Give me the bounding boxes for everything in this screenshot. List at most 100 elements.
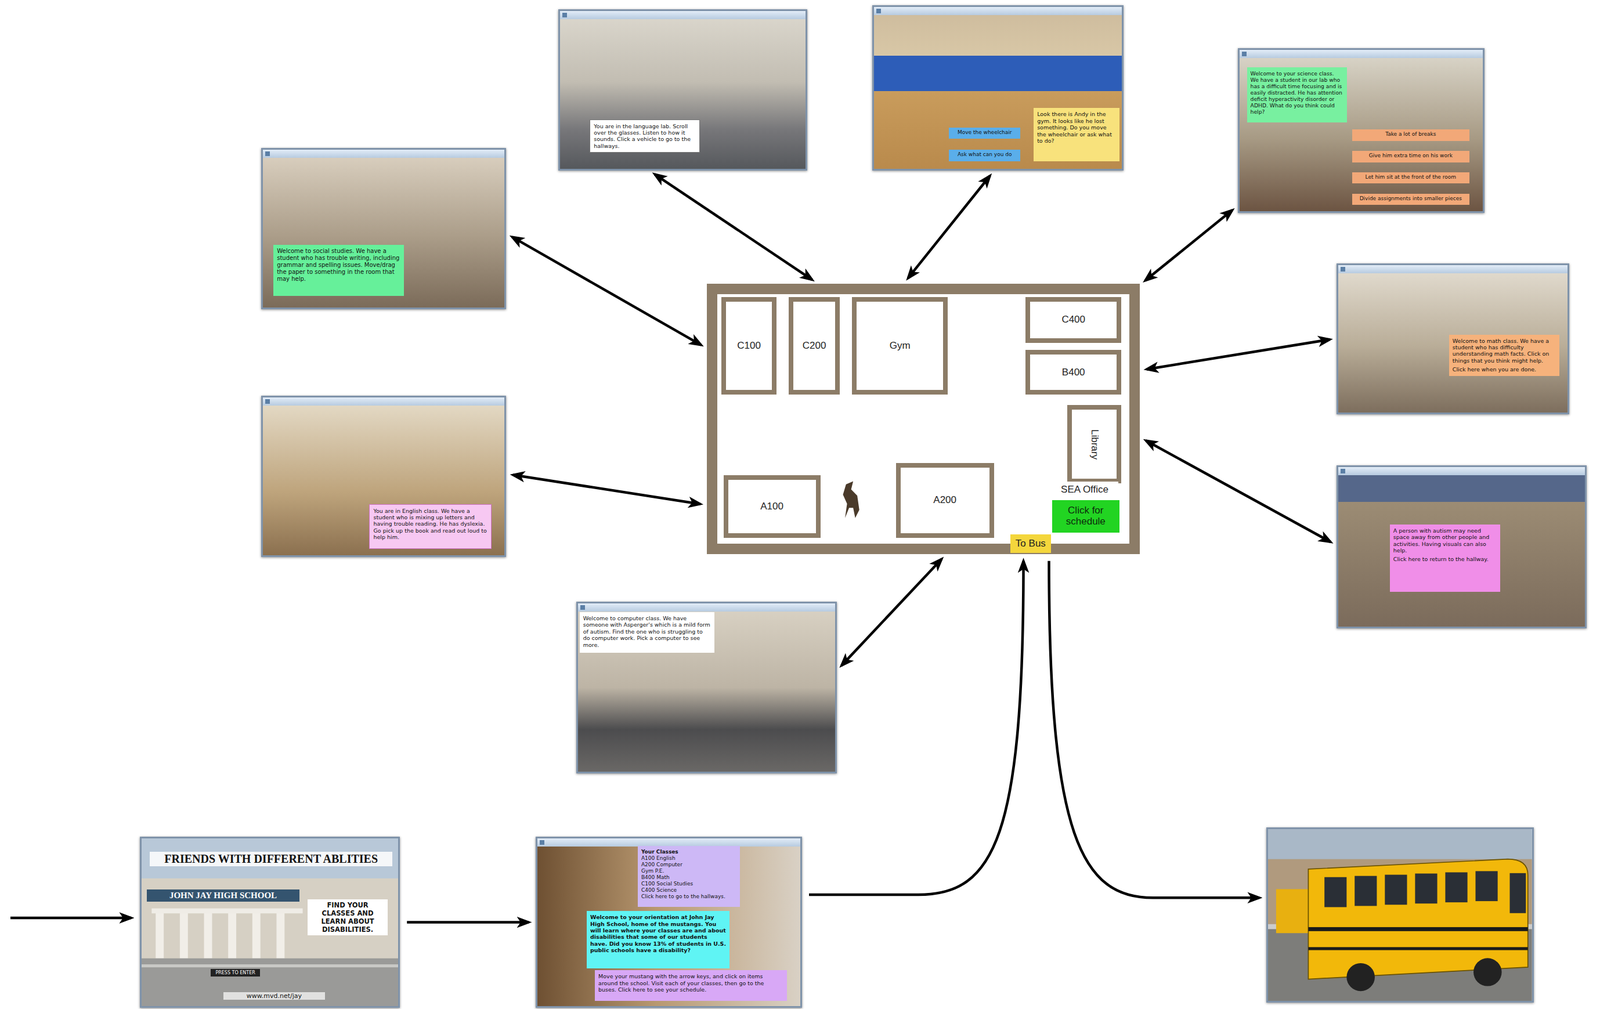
info-callout: Welcome to math class. We have a student… [1449, 334, 1560, 377]
callout-text: A200 Computer [641, 861, 737, 868]
bus-wheel [1473, 958, 1502, 986]
bus-window [1445, 872, 1468, 903]
info-callout: You are in English class. We have a stud… [369, 504, 492, 550]
bus-window [1324, 877, 1347, 908]
mustang-icon [836, 479, 864, 520]
connector-arrow [841, 558, 942, 666]
window-icon [1241, 51, 1247, 57]
callout-text: C400 Science [641, 887, 737, 894]
school-bus-picture [1268, 829, 1533, 1002]
room: A200 [896, 463, 995, 538]
connector-arrow [406, 921, 529, 924]
mustang-shape [842, 481, 859, 519]
school-map: C100C200GymC400B400LibraryA100A200SEA Of… [706, 283, 1140, 555]
screenshot-library: A person with autism may need space away… [1336, 465, 1587, 629]
button-label: Divide assignments into smaller pieces [1354, 195, 1468, 202]
bus-exit: To Bus [1010, 534, 1051, 554]
callout-text: Gym P.E. [641, 868, 737, 874]
room-label: B400 [1062, 366, 1086, 379]
room-label: C100 [737, 340, 761, 352]
welcome-callout: Welcome to your orientation at John Jay … [586, 911, 730, 969]
window-titlebar [1338, 265, 1568, 274]
title-screen-text: FIND YOUR CLASSES AND LEARN ABOUT DISABI… [307, 899, 388, 936]
screenshot-gym: Look there is Andy in the gym. It looks … [872, 5, 1124, 171]
callout-text: Click here to go to the hallways. [641, 893, 737, 900]
callout-text: C100 Social Studies [641, 880, 737, 887]
choice-button: Let him sit at the front of the room [1352, 172, 1470, 184]
title-screen-text: FRIENDS WITH DIFFERENT ABLITIES [149, 851, 393, 867]
connector-arrow [512, 236, 702, 345]
connector-arrow [1049, 561, 1260, 899]
office-label: SEA Office [1050, 481, 1119, 500]
connector-arrow [1146, 440, 1331, 543]
window-titlebar [578, 603, 835, 612]
window-icon [265, 399, 270, 404]
window-icon [1340, 468, 1346, 474]
window-icon [580, 605, 585, 610]
screenshot-social-studies: Welcome to social studies. We have a stu… [261, 147, 507, 310]
room: Library [1067, 405, 1122, 484]
choice-button: Move the wheelchair [948, 127, 1021, 139]
entry-arrow [10, 916, 132, 920]
callout-text: Welcome to your science class. We have a… [1250, 70, 1344, 115]
callout-text: A person with autism may need space away… [1393, 527, 1497, 555]
title-screen-text: www.mvd.net/jay [223, 992, 326, 1000]
bus-window [1354, 876, 1377, 907]
screenshot-sea-office: Your ClassesA100 EnglishA200 ComputerGym… [535, 836, 803, 1009]
callout-text: Click here to return to the hallway. [1393, 555, 1497, 563]
callout-text: Welcome to social studies. We have a stu… [276, 247, 401, 283]
window-icon [1340, 266, 1346, 272]
button-label: Give him extra time on his work [1354, 152, 1468, 159]
room-label: Gym [889, 340, 911, 352]
building-column [276, 912, 285, 959]
room: Gym [851, 297, 948, 396]
bus-wheel [1346, 963, 1375, 992]
connector-arrow [908, 175, 991, 278]
connector-arrow [808, 561, 1024, 895]
screenshot-bus [1266, 827, 1534, 1003]
connector-arrow [1145, 210, 1233, 281]
bus-stripe [1308, 947, 1528, 951]
window-icon [562, 12, 567, 18]
room: C200 [788, 297, 840, 396]
street [141, 958, 399, 1007]
building [141, 878, 399, 961]
choice-button: Ask what can you do [948, 149, 1021, 161]
connector-arrow [1146, 339, 1331, 370]
building-lintel [151, 908, 303, 914]
building-column [203, 912, 212, 959]
window-titlebar [1338, 467, 1585, 476]
info-callout: Welcome to social studies. We have a stu… [273, 244, 404, 296]
bus-stripe [1308, 927, 1528, 932]
schedule-button: Click for schedule [1052, 500, 1120, 533]
callout-text: Your Classes [641, 849, 737, 855]
room: B400 [1025, 349, 1122, 395]
bus-window [1384, 875, 1407, 906]
screenshot-title: FRIENDS WITH DIFFERENT ABLITIESJOHN JAY … [139, 836, 400, 1009]
screenshot-language-lab: You are in the language lab. Scroll over… [558, 9, 808, 171]
info-callout: A person with autism may need space away… [1389, 524, 1501, 592]
bus-window [1475, 871, 1498, 902]
building-column [228, 912, 237, 959]
callout-text: Move your mustang with the arrow keys, a… [598, 973, 784, 993]
room-label: Library [1088, 429, 1101, 460]
callout-text: B400 Math [641, 874, 737, 881]
button-label: Take a lot of breaks [1354, 131, 1468, 137]
window-icon [876, 8, 881, 14]
screenshot-computer: Welcome to computer class. We have someo… [576, 601, 837, 774]
title-screen-text: PRESS TO ENTER [210, 969, 260, 977]
room-label: C400 [1061, 313, 1086, 326]
callout-text: You are in English class. We have a stud… [373, 507, 488, 541]
question-callout: Look there is Andy in the gym. It looks … [1033, 107, 1120, 161]
screenshot-math: Welcome to math class. We have a student… [1336, 263, 1570, 415]
callout-text: You are in the language lab. Scroll over… [593, 123, 696, 150]
building-column [252, 912, 261, 959]
map-label: To Bus [1015, 538, 1046, 550]
map-label: SEA Office [1060, 484, 1109, 496]
screenshot-english: You are in English class. We have a stud… [261, 395, 507, 558]
callout-text: Welcome to math class. We have a student… [1452, 337, 1556, 365]
window-titlebar [1239, 49, 1484, 59]
bus-windshield [1510, 873, 1527, 914]
